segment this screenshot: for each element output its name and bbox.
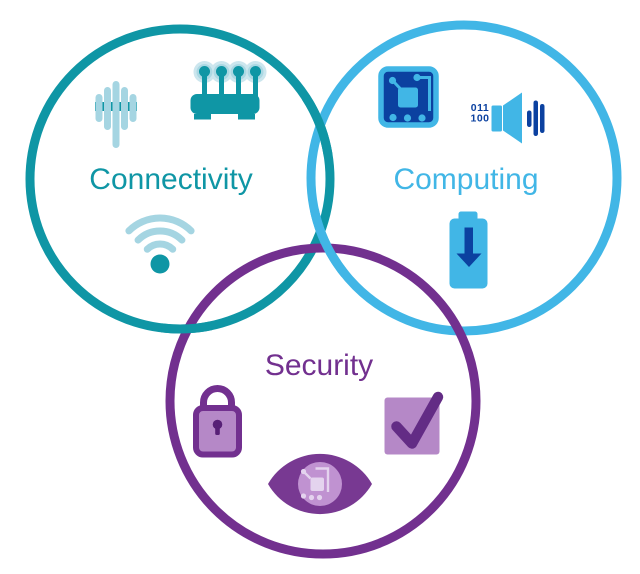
connectivity-label: Connectivity: [89, 163, 252, 196]
monitoring-eye-icon: [268, 453, 372, 515]
speaker-box: [491, 105, 502, 132]
circuit-chip-icon: [378, 66, 439, 128]
checkmark: [391, 391, 444, 449]
arrow-head: [456, 253, 482, 267]
speaker-cone: [503, 92, 522, 144]
connectivity-ring-over-security-arc: [161, 321, 213, 334]
keyhole: [212, 419, 223, 430]
wireless-router-icon: [190, 61, 267, 120]
binary-line-1: 011: [471, 102, 489, 114]
checked-checkbox-icon: [384, 391, 444, 455]
battery-download-icon: [449, 211, 488, 289]
arrow-shaft: [464, 227, 473, 255]
router-foot-right: [238, 114, 255, 120]
lock-shackle: [200, 385, 235, 412]
padlock-icon: [193, 385, 242, 458]
binary-line-2: 100: [470, 113, 489, 125]
computing-ring-over-security-arc: [309, 208, 349, 278]
router-foot-left: [194, 114, 211, 120]
connectivity-ring-over-computing-arc: [301, 94, 333, 157]
wifi-signal-icon: [125, 214, 195, 274]
router-body: [190, 94, 260, 114]
audio-data-speaker-icon: 011 100: [470, 92, 545, 144]
cell-tower-antenna-icon: [95, 81, 137, 148]
chip-core: [398, 87, 418, 108]
eye-circuit: [300, 467, 330, 501]
wifi-dot: [150, 254, 170, 274]
antenna-mast: [112, 81, 120, 148]
computing-label: Computing: [393, 163, 538, 196]
battery-nub: [458, 211, 478, 221]
security-label: Security: [265, 349, 373, 382]
